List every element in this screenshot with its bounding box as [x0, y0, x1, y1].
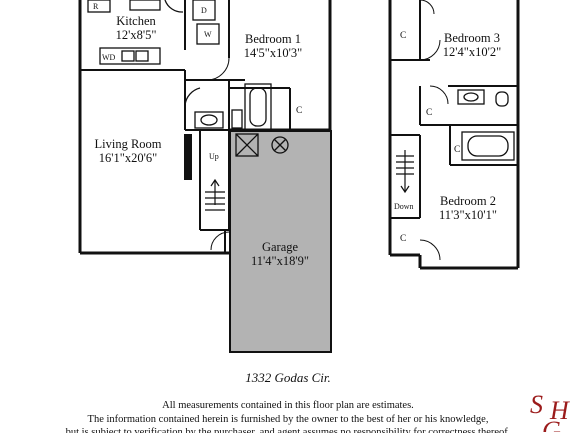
bedroom3-dims: 12'4"x10'2" [443, 45, 501, 59]
agency-logo: S H G [518, 392, 576, 432]
washer-label: W [204, 30, 212, 39]
bedroom2-dims: 11'3"x10'1" [439, 208, 497, 222]
bedroom2-closet-label: C [400, 234, 406, 244]
living-room-name: Living Room [94, 137, 161, 151]
bath-closet-label: C [454, 145, 460, 155]
bedroom1-dims: 14'5"x10'3" [244, 46, 302, 60]
washer-dryer-label: WD [102, 53, 116, 62]
garage-dims: 11'4"x18'9" [251, 254, 309, 268]
garage-area [229, 130, 332, 353]
stairs-down-label: Down [394, 202, 414, 211]
kitchen-dims: 12'x8'5" [116, 28, 157, 42]
logo-letter-g: G [542, 416, 561, 433]
upper-floor-interior-walls [390, 0, 518, 219]
disclaimer-line-2: The information contained herein is furn… [87, 414, 489, 425]
logo-letter-s: S [530, 392, 543, 419]
bedroom3-closet-label: C [400, 31, 406, 41]
fridge-label: R [93, 2, 99, 11]
garage-name: Garage [262, 240, 299, 254]
garage-entry-door [210, 231, 230, 251]
bedroom1-name: Bedroom 1 [245, 32, 301, 46]
bedroom1-door [206, 57, 230, 81]
stairs-up [205, 178, 225, 211]
logo-letter-h: H [550, 396, 569, 425]
living-room-dims: 16'1"x20'6" [99, 151, 157, 165]
bathroom1-fixtures [184, 83, 272, 131]
upper-bath-fixtures [457, 89, 515, 161]
disclaimer-line-1: All measurements contained in this floor… [162, 400, 414, 411]
main-floor-interior-walls [80, 0, 291, 253]
kitchen-fixtures [87, 0, 220, 65]
address-caption: 1332 Godas Cir. [245, 370, 331, 385]
main-floor-walls [78, 0, 332, 255]
bedroom3-name: Bedroom 3 [444, 31, 500, 45]
bedroom1-closet-label: C [296, 106, 302, 116]
upper-floor-walls [388, 0, 520, 270]
stairs-up-label: Up [209, 152, 219, 161]
kitchen-name: Kitchen [116, 14, 156, 28]
upper-floor-doors [419, 0, 449, 261]
hall-closet-label: C [426, 108, 432, 118]
bedroom2-name: Bedroom 2 [440, 194, 496, 208]
mechanical-units [235, 133, 289, 157]
dryer-label: D [201, 6, 207, 15]
fireplace [184, 134, 192, 180]
disclaimer-line-3: but is subject to verification by the pu… [65, 427, 511, 433]
stairs-down [396, 150, 414, 194]
floor-plan: R WD D W Kitchen 12'x8'5" Bedroom 1 14'5… [78, 0, 520, 353]
